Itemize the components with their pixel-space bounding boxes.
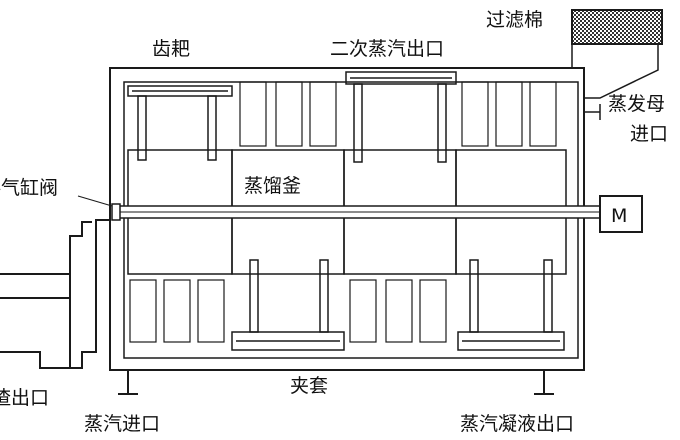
filter-cotton-box bbox=[571, 9, 663, 45]
label-motor: M bbox=[611, 205, 627, 227]
agitator-shaft bbox=[111, 203, 603, 221]
label-filter-cotton: 过滤棉 bbox=[486, 9, 543, 31]
label-mother-liquor-inlet-1: 蒸发母 bbox=[608, 93, 665, 115]
label-harrow: 齿耙 bbox=[152, 38, 190, 60]
label-valve: 料气缸阀 bbox=[0, 177, 58, 199]
label-still-pot: 蒸馏釜 bbox=[244, 175, 301, 197]
vapor-outlet-duct bbox=[571, 44, 659, 99]
label-mother-liquor-inlet-2: 进口 bbox=[630, 123, 668, 145]
residue-outlet-pipe bbox=[0, 351, 70, 369]
label-jacket: 夹套 bbox=[290, 375, 328, 397]
valve-leader bbox=[77, 195, 113, 207]
label-secondary-steam-outlet: 二次蒸汽出口 bbox=[330, 38, 444, 60]
harrow-upper-1 bbox=[127, 85, 233, 161]
harrow-lower-2 bbox=[457, 259, 565, 351]
harrow-upper-2 bbox=[345, 71, 457, 163]
label-condensate-outlet: 蒸汽凝液出口 bbox=[460, 413, 574, 435]
label-steam-inlet: 蒸汽进口 bbox=[84, 413, 160, 435]
jacket-outer-wall bbox=[109, 67, 585, 371]
motor-box bbox=[599, 195, 643, 233]
valve-assembly bbox=[69, 219, 110, 369]
mother-liquor-inlet-pipe bbox=[584, 104, 601, 120]
support-leg-left bbox=[118, 370, 138, 395]
harrow-lower-1 bbox=[231, 259, 345, 351]
vessel-inner-wall bbox=[123, 81, 579, 359]
upper-baffles bbox=[239, 81, 557, 147]
valve-rod bbox=[0, 273, 70, 299]
lower-baffles bbox=[129, 279, 447, 343]
label-residue-outlet: 渣出口 bbox=[0, 387, 49, 409]
support-leg-right bbox=[534, 370, 554, 395]
